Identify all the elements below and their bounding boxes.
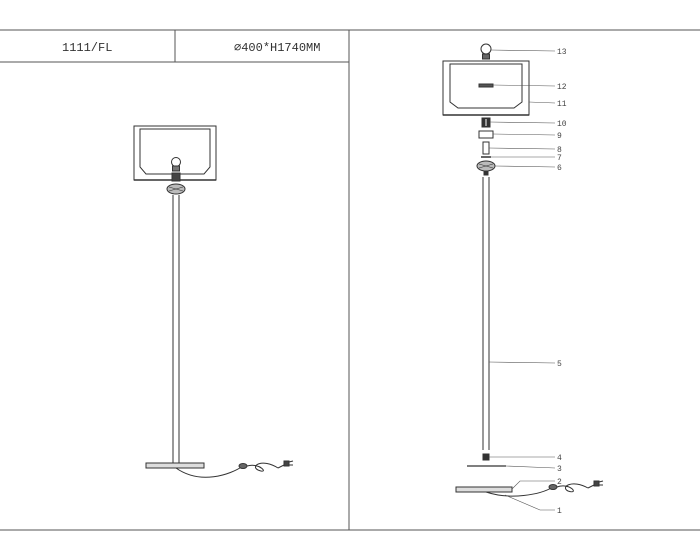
part-number: 8 [557,146,562,155]
part-bulb [480,43,492,60]
part-number-labels: 13 12 11 10 9 8 7 6 5 4 3 2 1 [557,48,567,516]
part-number: 5 [557,360,562,369]
part-number: 6 [557,164,562,173]
model-number: 1111/FL [62,41,113,55]
part-shade [442,60,530,116]
part-base [455,486,513,493]
part-number: 4 [557,454,562,463]
assembled-bulb [171,157,181,172]
part-foot [482,453,490,461]
assembled-base [145,462,205,469]
part-number: 11 [557,100,567,109]
part-number: 7 [557,154,562,163]
leader-lines [488,49,556,511]
assembled-socket [171,172,181,182]
exploded-view [442,43,604,497]
part-number: 10 [557,120,567,129]
part-number: 2 [557,478,562,487]
part-tube [482,141,490,155]
assembled-cord [175,465,244,478]
part-number: 3 [557,465,562,474]
part-number: 13 [557,48,567,57]
part-cord [485,486,554,497]
part-number: 9 [557,132,562,141]
part-number: 1 [557,507,562,516]
part-shade-ring [478,83,494,88]
assembled-shade [133,125,217,181]
assembled-lamp-view [133,125,294,478]
part-nut [478,130,494,139]
drawing-frame [0,29,700,531]
dimensions-label: ⌀400*H1740MM [234,41,321,55]
part-number: 12 [557,83,567,92]
